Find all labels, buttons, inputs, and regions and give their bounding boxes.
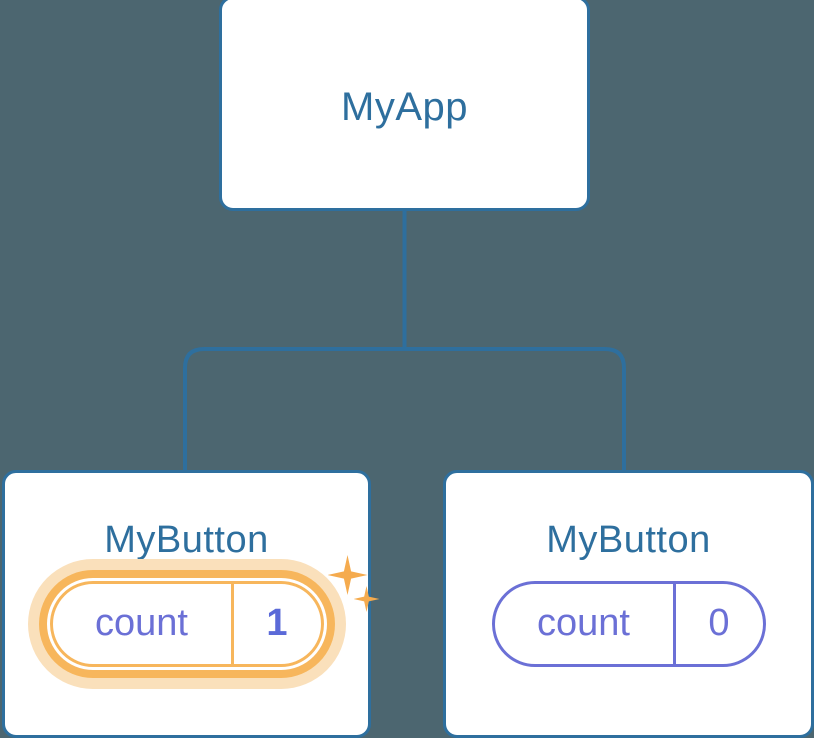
state-pill-body-1[interactable]: count 0: [491, 581, 766, 667]
connector-branch-bus: [183, 347, 626, 470]
state-change-sparkles-0: [327, 555, 394, 615]
component-card-myapp[interactable]: MyApp: [219, 0, 590, 211]
component-title-mybutton-1: MyButton: [546, 519, 711, 561]
state-key-0: count: [95, 601, 188, 644]
component-card-mybutton-0[interactable]: MyButton count 1: [2, 470, 380, 738]
state-key-1: count: [537, 601, 630, 644]
state-pill-0[interactable]: count 1: [27, 555, 380, 689]
component-card-mybutton-1[interactable]: MyButton count 0: [443, 470, 814, 738]
state-value-0: 1: [230, 584, 321, 664]
state-pill-body-0[interactable]: count 1: [49, 581, 324, 667]
state-pill-1[interactable]: count 0: [491, 581, 766, 667]
state-value-1: 0: [672, 584, 763, 664]
component-title-myapp: MyApp: [341, 85, 468, 129]
sparkle-small-icon: [353, 586, 380, 612]
component-title-mybutton-0: MyButton: [104, 519, 269, 561]
